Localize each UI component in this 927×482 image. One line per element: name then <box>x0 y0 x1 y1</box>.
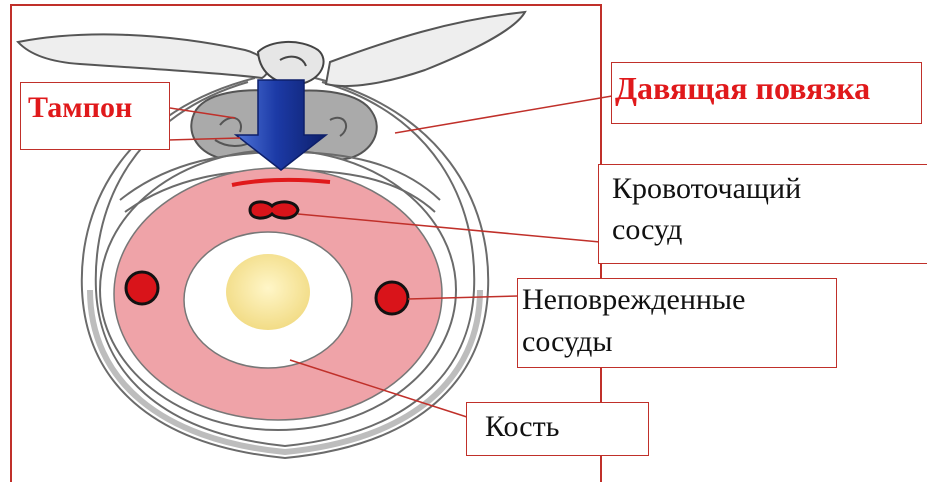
bleeding-vessel-label-line2: сосуд <box>612 213 682 247</box>
bandage-label: Давящая повязка <box>615 70 870 107</box>
tampon-label: Тампон <box>28 91 132 125</box>
bone <box>184 232 352 368</box>
intact-vessels-label-line2: сосуды <box>522 325 613 359</box>
bone-label: Кость <box>485 410 559 444</box>
intact-vessels-label-line1: Неповрежденные <box>522 283 745 317</box>
bleeding-vessel-label-line1: Кровоточащий <box>612 172 801 206</box>
